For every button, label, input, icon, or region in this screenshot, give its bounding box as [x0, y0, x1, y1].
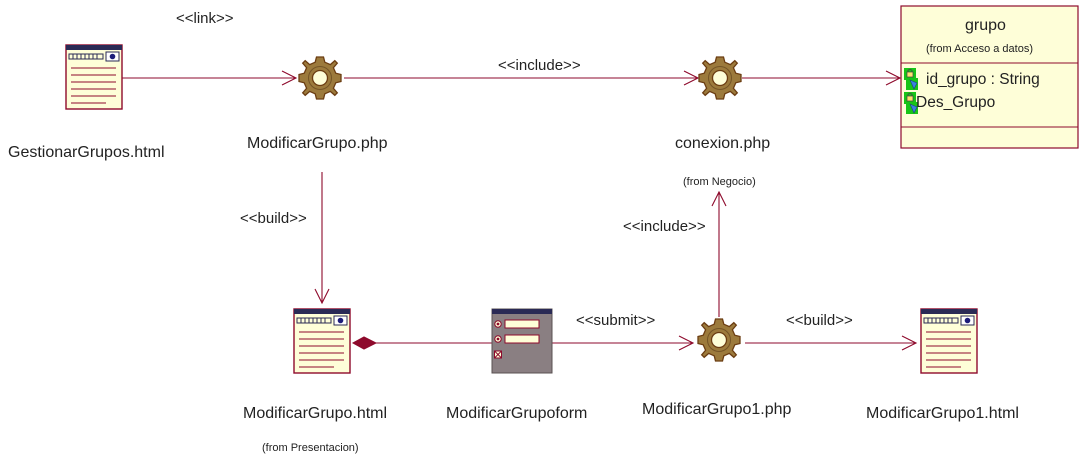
class-name: grupo [965, 17, 1006, 34]
rel-build-2-label: <<build>> [786, 312, 853, 329]
html-form-icon [491, 308, 553, 374]
client-page-icon [65, 44, 123, 110]
client-page-icon [920, 308, 978, 374]
server-page-gear-icon [298, 56, 342, 100]
rel-include-2-arrowhead [711, 190, 727, 207]
rel-build-1-arrowhead [314, 288, 330, 305]
class-package: (from Acceso a datos) [926, 43, 1033, 55]
node-modificar1-html-label: ModificarGrupo1.html [866, 405, 1019, 422]
node-conexion-package: (from Negocio) [683, 176, 756, 188]
rel-assoc-arrowhead [885, 70, 902, 86]
node-modificar-grupo1-html[interactable]: ModificarGrupo1.html [866, 308, 1019, 422]
node-modificar-grupo-php[interactable]: ModificarGrupo.php [247, 56, 388, 152]
relation-lines [122, 70, 918, 351]
node-conexion-label: conexion.php [675, 135, 770, 152]
node-modificar-php-label: ModificarGrupo.php [247, 135, 388, 152]
rel-link-label: <<link>> [176, 10, 234, 27]
rel-include-1-label: <<include>> [498, 57, 581, 74]
rel-link-arrowhead [281, 70, 298, 86]
class-attribute: id_grupo : String [926, 71, 1040, 88]
aggregation-diamond [351, 336, 378, 350]
node-form-label: ModificarGrupoform [446, 405, 587, 422]
node-gestionar-grupos[interactable]: GestionarGrupos.html [8, 44, 165, 161]
rel-include-1-arrowhead [683, 70, 700, 86]
rel-build-2-arrowhead [901, 335, 918, 351]
node-modificar-html-package: (from Presentacion) [262, 442, 359, 454]
node-modificar-grupo1-php[interactable]: ModificarGrupo1.php [642, 318, 792, 418]
client-page-icon [293, 308, 351, 374]
node-modificar-html-label: ModificarGrupo.html [243, 405, 387, 422]
attribute-key-icon [903, 67, 919, 91]
class-attribute: Des_Grupo [916, 94, 995, 111]
node-modificar-grupo-form[interactable]: ModificarGrupoform [446, 308, 587, 422]
rel-submit-label: <<submit>> [576, 312, 655, 329]
node-modificar1-php-label: ModificarGrupo1.php [642, 401, 792, 418]
node-conexion-php[interactable]: conexion.php (from Negocio) [675, 56, 770, 188]
class-box-grupo[interactable]: grupo (from Acceso a datos) id_grupo : S… [900, 5, 1079, 149]
server-page-gear-icon [697, 318, 741, 362]
server-page-gear-icon [698, 56, 742, 100]
rel-build-1-label: <<build>> [240, 210, 307, 227]
node-gestionar-label: GestionarGrupos.html [8, 144, 165, 161]
node-modificar-grupo-html[interactable]: ModificarGrupo.html (from Presentacion) [243, 308, 387, 454]
rel-submit-arrowhead [678, 335, 695, 351]
rel-include-2-label: <<include>> [623, 218, 706, 235]
